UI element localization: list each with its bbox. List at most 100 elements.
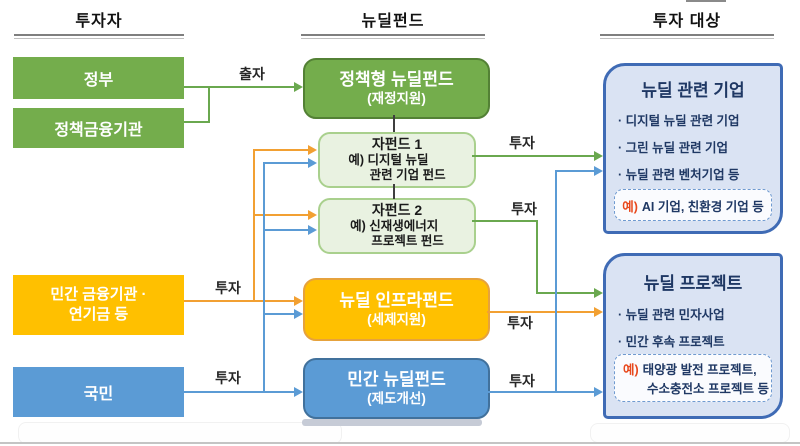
- cropped-shape: [590, 423, 790, 443]
- label-invest: 투자: [215, 280, 241, 296]
- arrowhead: [594, 288, 603, 298]
- arrow-citizens-to-subfund2: [263, 229, 310, 231]
- arrow-subfund2-to-projects: [536, 292, 594, 294]
- arrowhead: [308, 225, 317, 235]
- label-invest: 투자: [507, 315, 533, 331]
- box-newdeal-companies-title: 뉴딜 관련 기업: [641, 81, 745, 100]
- bottom-divider: [0, 442, 800, 444]
- box-private-newdeal-fund-subtitle: (제도개선): [367, 390, 426, 406]
- projects-example-line2: 수소충전소 프로젝트 등: [647, 382, 769, 396]
- arrowhead: [308, 210, 317, 220]
- box-private-newdeal-fund-title: 민간 뉴딜펀드: [347, 370, 446, 390]
- arrow-privatefinance-to-infrafund: [184, 300, 294, 302]
- arrowhead: [594, 307, 603, 317]
- box-policy-newdeal-fund: 정책형 뉴딜펀드 (재정지원): [303, 58, 490, 119]
- connector-line: [555, 170, 557, 393]
- box-newdeal-projects-title: 뉴딜 프로젝트: [643, 274, 743, 293]
- arrow-citizens-to-infrafund: [263, 313, 296, 315]
- box-government: 정부: [13, 57, 184, 99]
- list-item: · 그린 뉴딜 관련 기업: [618, 141, 729, 155]
- list-item: · 디지털 뉴딜 관련 기업: [618, 114, 740, 128]
- box-subfund-1-desc-line1: 예) 디지털 뉴딜: [348, 152, 429, 167]
- arrowhead: [294, 82, 303, 92]
- projects-example-text1: 태양광 발전 프로젝트,: [642, 363, 757, 377]
- box-private-finance: 민간 금융기관 · 연기금 등: [13, 275, 184, 335]
- arrow-privatefund-to-companies: [555, 170, 595, 172]
- label-invest: 투자: [509, 135, 535, 151]
- column-header-funds: 뉴딜펀드: [301, 7, 485, 39]
- label-equity: 출자: [239, 66, 265, 82]
- list-item: · 뉴딜 관련 벤처기업 등: [618, 168, 740, 182]
- arrowhead: [594, 166, 603, 176]
- connector-line: [472, 220, 538, 222]
- arrow-citizens-to-subfund1: [263, 162, 310, 164]
- companies-example-text: AI 기업, 친환경 기업 등: [641, 199, 764, 214]
- column-header-funds-label: 뉴딜펀드: [361, 13, 425, 30]
- arrow-equity-to-policy-fund: [208, 86, 295, 88]
- box-policy-newdeal-fund-subtitle: (재정지원): [367, 90, 426, 106]
- box-private-finance-line1: 민간 금융기관 ·: [50, 285, 147, 303]
- box-subfund-1-desc: 예) 디지털 뉴딜 관련 기업 펀드: [348, 153, 445, 184]
- connector-line: [184, 86, 210, 88]
- box-infra-fund: 뉴딜 인프라펀드 (세제지원): [303, 278, 490, 341]
- box-citizens: 국민: [13, 367, 184, 417]
- box-newdeal-projects: 뉴딜 프로젝트 · 뉴딜 관련 민자사업 · 민간 후속 프로젝트 예)태양광 …: [603, 253, 783, 419]
- box-policy-finance: 정책금융기관: [13, 108, 184, 148]
- example-prefix: 예): [622, 199, 638, 214]
- arrow-citizens-to-privatefund: [184, 391, 294, 393]
- arrowhead: [294, 296, 303, 306]
- arrowhead: [294, 309, 303, 319]
- box-policy-finance-label: 정책금융기관: [54, 122, 143, 139]
- box-newdeal-companies: 뉴딜 관련 기업 · 디지털 뉴딜 관련 기업 · 그린 뉴딜 관련 기업 · …: [603, 63, 783, 234]
- arrowhead: [294, 387, 303, 397]
- companies-example-box: 예) AI 기업, 친환경 기업 등: [614, 189, 772, 221]
- box-infra-fund-title: 뉴딜 인프라펀드: [339, 291, 454, 311]
- box-government-label: 정부: [83, 72, 114, 89]
- arrowhead: [308, 145, 317, 155]
- connector-line: [208, 86, 210, 123]
- box-subfund-2-title: 자펀드 2: [371, 201, 423, 218]
- example-prefix: 예): [623, 363, 639, 377]
- header-underline: [600, 34, 774, 39]
- column-header-targets-label: 투자 대상: [652, 13, 722, 30]
- column-header-investors-label: 투자자: [75, 13, 123, 30]
- box-subfund-1-title: 자펀드 1: [371, 135, 423, 152]
- box-newdeal-projects-bullets: · 뉴딜 관련 민자사업 · 민간 후속 프로젝트: [618, 302, 776, 356]
- cropped-shape: [18, 422, 342, 444]
- connector-line: [393, 184, 395, 199]
- column-header-investors: 투자자: [14, 7, 184, 39]
- column-header-targets: 투자 대상: [600, 7, 774, 39]
- box-private-finance-line2: 연기금 등: [68, 306, 129, 323]
- box-private-newdeal-fund: 민간 뉴딜펀드 (제도개선): [303, 358, 490, 419]
- box-subfund-2: 자펀드 2 예) 신재생에너지 프로젝트 펀드: [318, 198, 476, 254]
- label-invest: 투자: [511, 201, 537, 217]
- label-invest: 투자: [215, 370, 241, 386]
- connector-line: [393, 115, 395, 132]
- box-subfund-2-desc: 예) 신재생에너지 프로젝트 펀드: [350, 219, 444, 250]
- header-underline: [14, 34, 184, 39]
- box-subfund-1-desc-line2: 관련 기업 펀드: [369, 168, 446, 183]
- arrow-subfund1-to-companies: [472, 155, 594, 157]
- arrow-privatefinance-to-subfund1: [253, 149, 310, 151]
- label-invest: 투자: [509, 373, 535, 389]
- box-infra-fund-subtitle: (세제지원): [367, 311, 426, 327]
- box-subfund-2-desc-line2: 프로젝트 펀드: [371, 234, 444, 249]
- list-item: · 민간 후속 프로젝트: [618, 335, 725, 349]
- projects-example-box: 예)태양광 발전 프로젝트, 수소충전소 프로젝트 등: [614, 354, 772, 402]
- arrow-privatefund-to-projects: [487, 391, 594, 393]
- arrowhead: [308, 158, 317, 168]
- connector-line: [253, 150, 255, 302]
- box-citizens-label: 국민: [83, 386, 114, 403]
- box-newdeal-companies-bullets: · 디지털 뉴딜 관련 기업 · 그린 뉴딜 관련 기업 · 뉴딜 관련 벤처기…: [618, 108, 776, 189]
- header-underline: [301, 34, 485, 39]
- arrowhead: [594, 387, 603, 397]
- arrow-infrafund-to-projects: [487, 311, 594, 313]
- connector-line: [536, 220, 538, 294]
- arrow-privatefinance-to-subfund2: [253, 214, 310, 216]
- cropped-edge-fragment: [686, 0, 726, 2]
- box-subfund-1: 자펀드 1 예) 디지털 뉴딜 관련 기업 펀드: [318, 132, 476, 188]
- projects-example-line1: 예)태양광 발전 프로젝트,: [623, 359, 757, 378]
- connector-line: [184, 121, 210, 123]
- box-subfund-2-desc-line1: 예) 신재생에너지: [350, 218, 439, 233]
